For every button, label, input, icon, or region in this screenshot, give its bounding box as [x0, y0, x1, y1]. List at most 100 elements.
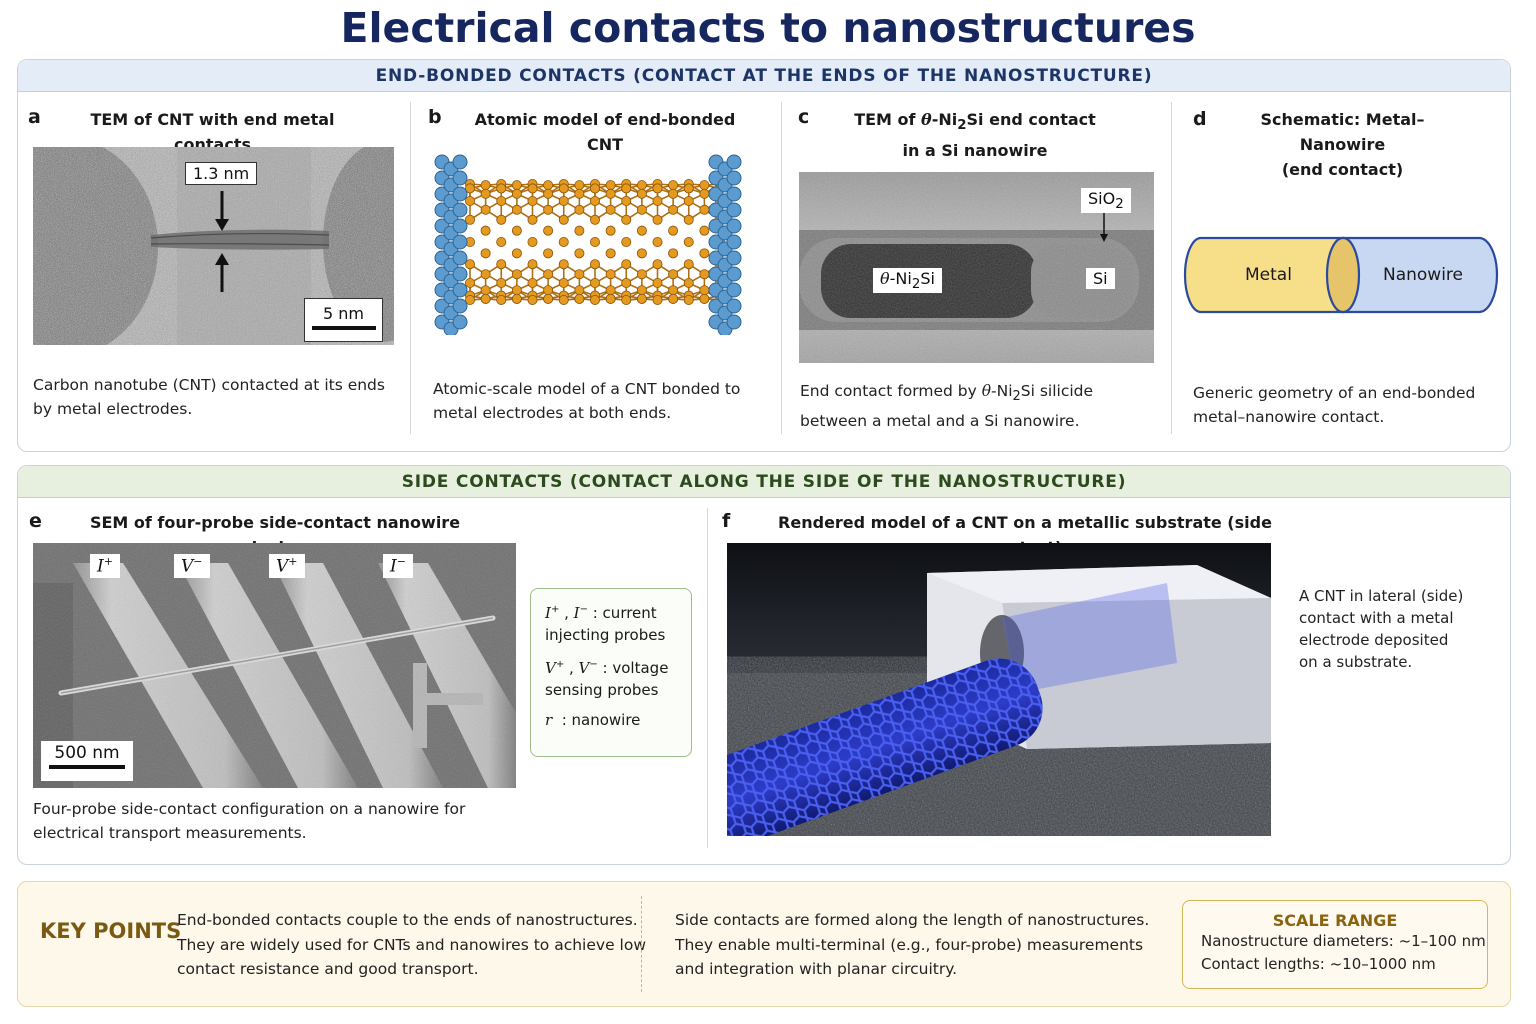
electrode-atom — [452, 202, 468, 218]
cnt-atom — [605, 204, 616, 215]
cnt-atom — [605, 269, 616, 280]
nanowire-label: Nanowire — [1383, 265, 1464, 285]
probe-label-v-plus: V+ — [269, 554, 305, 578]
key-points-end-bonded: End-bonded contacts couple to the ends o… — [177, 911, 646, 978]
cnt-atom — [699, 248, 710, 259]
end-bonded-header: END-BONDED CONTACTS (CONTACT AT THE ENDS… — [18, 60, 1510, 92]
electrode-atom — [452, 250, 468, 266]
cnt-atom — [511, 204, 522, 215]
electrode-atom — [452, 218, 468, 234]
cnt-atom — [605, 248, 616, 259]
cnt-atom — [527, 195, 538, 206]
cnt-atom — [558, 237, 569, 248]
cnt-atom — [636, 293, 647, 304]
cnt-atom — [511, 188, 522, 199]
cnt-atom — [589, 259, 600, 270]
cnt-atom — [636, 248, 647, 259]
scale-bar: 5 nm — [304, 298, 383, 342]
panel-f-caption: A CNT in lateral (side) contact with a m… — [1299, 587, 1464, 671]
sem-scale-bar-label: 500 nm — [54, 743, 120, 763]
scale-bar-label: 5 nm — [323, 304, 364, 323]
cnt-atom — [699, 225, 710, 236]
cnt-atom — [574, 204, 585, 215]
sio2-label: SiO2 — [1081, 188, 1131, 214]
cnt-atom — [621, 183, 632, 194]
legend-voltage-probes: V+ , V− : voltage sensing probes — [545, 659, 669, 699]
cnt-atom — [683, 294, 694, 305]
cnt-render-image — [727, 543, 1271, 836]
cnt-atom — [558, 183, 569, 194]
cnt-atom — [605, 188, 616, 199]
cnt-atom — [511, 248, 522, 259]
cnt-atom — [699, 269, 710, 280]
cnt-atom — [683, 183, 694, 194]
atomic-cnt-model — [425, 150, 765, 335]
cnt-atom — [605, 225, 616, 236]
cnt-atom — [543, 293, 554, 304]
cnt-atom — [652, 183, 663, 194]
cnt-atom — [605, 293, 616, 304]
cnt-atom — [527, 183, 538, 194]
electrode-atom — [452, 234, 468, 250]
key-points-divider — [641, 896, 642, 992]
probe-label-i-plus: I+ — [90, 554, 120, 578]
side-contact-header: SIDE CONTACTS (CONTACT ALONG THE SIDE OF… — [18, 466, 1510, 498]
cnt-atom — [511, 285, 522, 296]
cnt-atom — [480, 285, 491, 296]
diameter-label: 1.3 nm — [185, 162, 258, 185]
cnt-atom — [621, 237, 632, 248]
metal-nanowire-schematic: Metal Nanowire — [1183, 234, 1503, 316]
cnt-atom — [589, 214, 600, 225]
cnt-atom — [668, 285, 679, 296]
electrode-atom — [726, 170, 742, 186]
cnt-atom — [621, 278, 632, 289]
cnt-atom — [636, 204, 647, 215]
tem-silicide-image: θ-Ni2Si Si SiO2 — [799, 172, 1154, 363]
cnt-atom — [699, 188, 710, 199]
cnt-atom — [480, 293, 491, 304]
electrode-atom — [726, 298, 742, 314]
cnt-atom — [543, 204, 554, 215]
cnt-atom — [480, 180, 491, 191]
electrode-atom — [452, 170, 468, 186]
cnt-atom — [465, 183, 476, 194]
cnt-atom — [465, 195, 476, 206]
cnt-atom — [480, 204, 491, 215]
cnt-atom — [465, 294, 476, 305]
electrode-atom — [452, 314, 468, 330]
cnt-atom — [496, 278, 507, 289]
cnt-atom — [589, 237, 600, 248]
cnt-atom — [699, 293, 710, 304]
panel-c-label: c — [798, 106, 810, 128]
key-points-box: KEY POINTS End-bonded contacts couple to… — [17, 881, 1511, 1007]
cnt-atom — [480, 269, 491, 280]
cnt-atom — [605, 180, 616, 191]
cnt-atom — [511, 293, 522, 304]
electrode-atom — [726, 282, 742, 298]
panel-c-title: TEM of θ-Ni2Si end contact in a Si nanow… — [854, 110, 1096, 161]
cnt-atom — [636, 225, 647, 236]
cnt-atom — [574, 285, 585, 296]
scale-range-title: SCALE RANGE — [1272, 911, 1398, 930]
electrode-atom — [726, 314, 742, 330]
sem-scale-bar: 500 nm — [41, 741, 133, 781]
scale-range-box: SCALE RANGE Nanostructure diameters: ~1–… — [1182, 900, 1488, 989]
cnt-atom — [668, 188, 679, 199]
key-points-side: Side contacts are formed along the lengt… — [675, 911, 1150, 978]
cnt-atom — [558, 214, 569, 225]
cnt-atom — [527, 237, 538, 248]
tem-cnt-image: 1.3 nm 5 nm — [33, 147, 394, 345]
cnt-atom — [652, 294, 663, 305]
cnt-atom — [496, 259, 507, 270]
cnt-atom — [496, 237, 507, 248]
panel-e-caption: Four-probe side-contact configuration on… — [33, 800, 466, 842]
scale-range-diameters: Nanostructure diameters: ~1–100 nm — [1201, 932, 1486, 950]
probe-label-i-minus: I− — [383, 554, 413, 578]
electrode-atom — [452, 266, 468, 282]
cnt-atom — [496, 294, 507, 305]
cnt-atom — [699, 285, 710, 296]
cnt-atom — [636, 285, 647, 296]
scale-range-lengths: Contact lengths: ~10–1000 nm — [1201, 955, 1436, 973]
cnt-atom — [668, 248, 679, 259]
cnt-atom — [574, 269, 585, 280]
